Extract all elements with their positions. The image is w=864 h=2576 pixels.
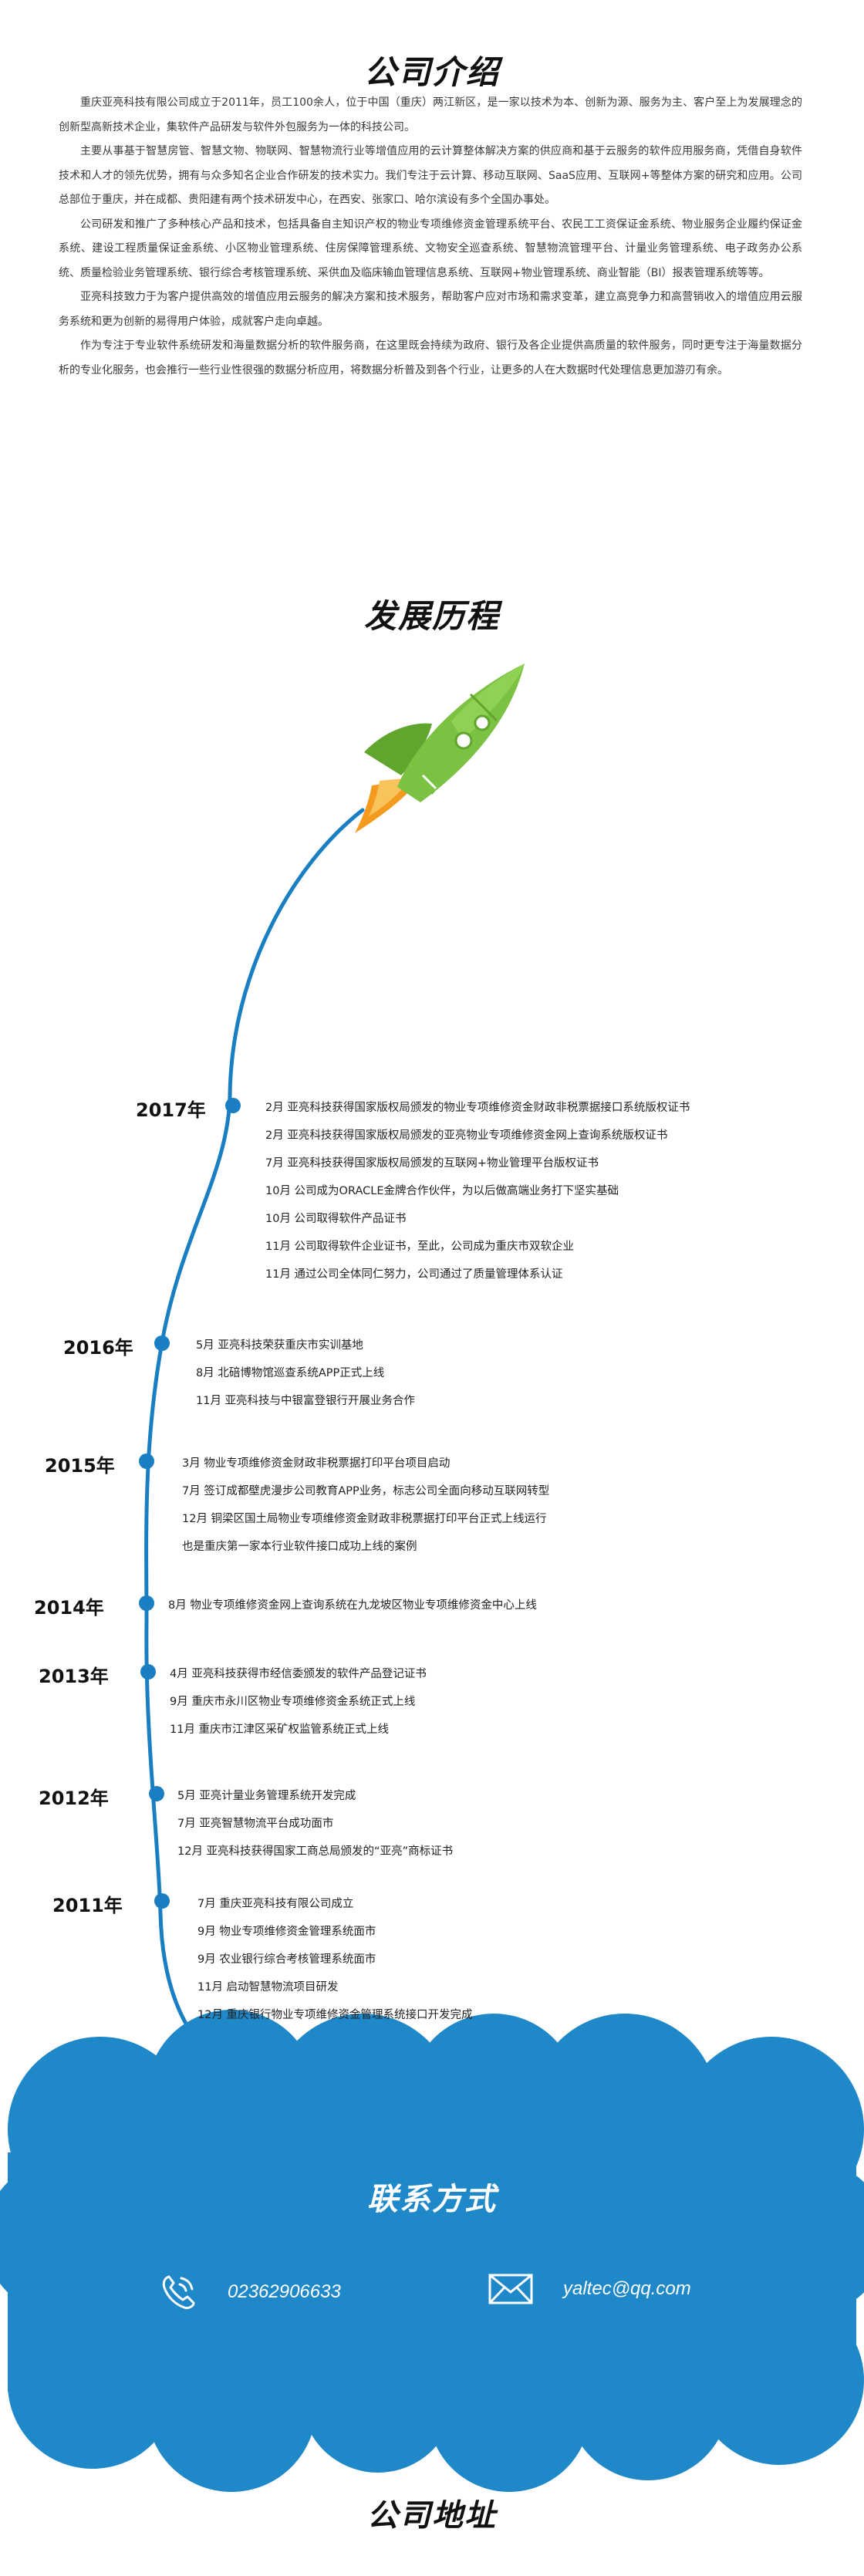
history-title: 发展历程 <box>363 597 500 635</box>
year-events: 8月 物业专项维修资金网上查询系统在九龙坡区物业专项维修资金中心上线 <box>168 1592 537 1619</box>
year-label: 2015年 <box>45 1455 115 1477</box>
year-events: 3月 物业专项维修资金财政非税票据打印平台项目启动 7月 签订成都壁虎漫步公司教… <box>182 1450 549 1561</box>
intro-paragraph: 亚亮科技致力于为客户提供高效的增值应用云服务的解决方案和技术服务，帮助客户应对市… <box>59 291 802 328</box>
year-events: 2月 亚亮科技获得国家版权局颁发的物业专项维修资金财政非税票据接口系统版权证书 … <box>265 1094 690 1288</box>
event-item: 2月 亚亮科技获得国家版权局颁发的亚亮物业专项维修资金网上查询系统版权证书 <box>265 1129 668 1142</box>
intro-paragraph: 主要从事基于智慧房管、智慧文物、物联网、智慧物流行业等增值应用的云计算整体解决方… <box>59 145 802 206</box>
event-item: 12月 铜梁区国土局物业专项维修资金财政非税票据打印平台正式上线运行 <box>182 1513 547 1525</box>
event-item: 7月 亚亮智慧物流平台成功面市 <box>177 1818 334 1830</box>
event-item: 7月 亚亮科技获得国家版权局颁发的互联网+物业管理平台版权证书 <box>265 1157 599 1170</box>
email-address[interactable]: yaltec@qq.com <box>563 2278 691 2299</box>
year-label: 2011年 <box>52 1895 123 1916</box>
year-label: 2014年 <box>34 1597 104 1619</box>
contact-email[interactable]: yaltec@qq.com <box>488 2272 691 2306</box>
event-item: 10月 公司取得软件产品证书 <box>265 1213 407 1225</box>
timeline-dots <box>139 1098 241 1909</box>
intro-paragraph: 公司研发和推广了多种核心产品和技术，包括具备自主知识产权的物业专项维修资金管理系… <box>59 218 802 279</box>
event-item: 8月 物业专项维修资金网上查询系统在九龙坡区物业专项维修资金中心上线 <box>168 1599 537 1612</box>
mail-icon <box>488 2272 534 2306</box>
year-events: 7月 重庆亚亮科技有限公司成立 9月 物业专项维修资金管理系统面市 9月 农业银… <box>197 1890 473 2029</box>
event-item: 2月 亚亮科技获得国家版权局颁发的物业专项维修资金财政非税票据接口系统版权证书 <box>265 1102 690 1114</box>
address-title: 公司地址 <box>367 2498 497 2534</box>
contact-cloud <box>0 2010 864 2492</box>
year-label: 2017年 <box>136 1099 206 1121</box>
timeline-dot <box>139 1453 154 1469</box>
event-item: 7月 重庆亚亮科技有限公司成立 <box>197 1898 354 1910</box>
year-events: 5月 亚亮计量业务管理系统开发完成 7月 亚亮智慧物流平台成功面市 12月 亚亮… <box>177 1782 453 1865</box>
event-item: 12月 重庆银行物业专项维修资金管理系统接口开发完成 <box>197 2009 473 2021</box>
rocket-icon <box>364 663 525 802</box>
intro-paragraph: 重庆亚亮科技有限公司成立于2011年，员工100余人，位于中国（重庆）两江新区，… <box>59 96 802 133</box>
event-item: 10月 公司成为ORACLE金牌合作伙伴，为以后做高端业务打下坚实基础 <box>265 1185 619 1197</box>
event-item: 4月 亚亮科技获得市经信委颁发的软件产品登记证书 <box>170 1668 427 1680</box>
phone-number[interactable]: 02362906633 <box>228 2281 341 2302</box>
event-item: 8月 北碚博物馆巡查系统APP正式上线 <box>196 1367 385 1379</box>
event-item: 5月 亚亮计量业务管理系统开发完成 <box>177 1790 356 1802</box>
event-item: 7月 签订成都壁虎漫步公司教育APP业务，标志公司全面向移动互联网转型 <box>182 1485 550 1497</box>
intro-title: 公司介绍 <box>363 53 500 91</box>
timeline-dot <box>154 1335 170 1351</box>
event-item: 9月 农业银行综合考核管理系统面市 <box>197 1953 376 1966</box>
event-item: 11月 启动智慧物流项目研发 <box>197 1981 339 1994</box>
event-item: 11月 重庆市江津区采矿权监管系统正式上线 <box>170 1724 390 1736</box>
intro-text: 重庆亚亮科技有限公司成立于2011年，员工100余人，位于中国（重庆）两江新区，… <box>59 91 802 383</box>
timeline-curve <box>144 808 365 2054</box>
event-item: 3月 物业专项维修资金财政非税票据打印平台项目启动 <box>182 1457 451 1470</box>
timeline-dot <box>225 1098 241 1113</box>
event-item: 11月 公司取得软件企业证书，至此，公司成为重庆市双软企业 <box>265 1241 575 1253</box>
intro-paragraph: 作为专注于专业软件系统研发和海量数据分析的软件服务商，在这里既会持续为政府、银行… <box>59 339 802 376</box>
timeline-dot <box>139 1595 154 1611</box>
year-label: 2013年 <box>39 1666 109 1687</box>
year-label: 2012年 <box>39 1788 109 1809</box>
event-item: 5月 亚亮科技荣获重庆市实训基地 <box>196 1339 363 1352</box>
year-label: 2016年 <box>63 1337 133 1359</box>
contact-phone[interactable]: 02362906633 <box>158 2272 341 2312</box>
year-events: 4月 亚亮科技获得市经信委颁发的软件产品登记证书 9月 重庆市永川区物业专项维修… <box>170 1660 427 1744</box>
event-item: 9月 物业专项维修资金管理系统面市 <box>197 1926 376 1938</box>
timeline-dot <box>149 1786 164 1801</box>
year-events: 5月 亚亮科技荣获重庆市实训基地 8月 北碚博物馆巡查系统APP正式上线 11月… <box>196 1332 415 1415</box>
phone-icon <box>158 2272 198 2312</box>
contact-title: 联系方式 <box>367 2182 497 2217</box>
event-item: 9月 重庆市永川区物业专项维修资金系统正式上线 <box>170 1696 416 1708</box>
event-item: 11月 通过公司全体同仁努力，公司通过了质量管理体系认证 <box>265 1268 563 1281</box>
event-item: 也是重庆第一家本行业软件接口成功上线的案例 <box>182 1541 417 1553</box>
event-item: 11月 亚亮科技与中银富登银行开展业务合作 <box>196 1395 416 1407</box>
timeline-dot <box>140 1664 156 1680</box>
event-item: 12月 亚亮科技获得国家工商总局颁发的“亚亮”商标证书 <box>177 1845 454 1858</box>
timeline-dot <box>154 1893 170 1909</box>
